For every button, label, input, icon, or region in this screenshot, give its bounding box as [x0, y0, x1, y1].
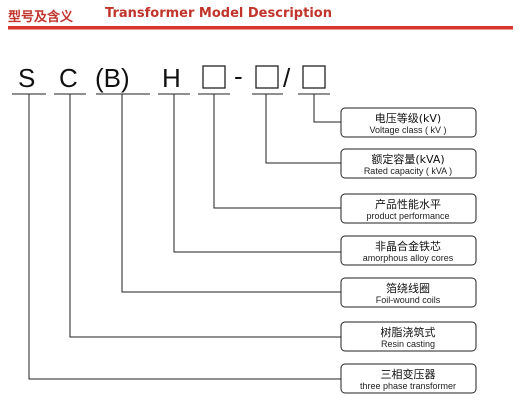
- desc-resin-en: Resin casting: [381, 339, 435, 349]
- desc-capacity-en: Rated capacity ( kVA ): [364, 166, 452, 176]
- desc-performance-cn: 产品性能水平: [375, 197, 441, 211]
- leader-capacity: [265, 94, 341, 164]
- leader-resin: [69, 94, 341, 338]
- desc-capacity-cn: 额定容量(kVA): [371, 152, 444, 166]
- desc-three-phase-cn: 三相变压器: [381, 367, 436, 381]
- desc-rated-capacity: 额定容量(kVA) Rated capacity ( kVA ): [340, 148, 477, 179]
- desc-three-phase-en: three phase transformer: [360, 381, 456, 391]
- code-b: (B): [95, 63, 130, 93]
- code-s: S: [18, 63, 35, 93]
- desc-product-performance: 产品性能水平 product performance: [340, 193, 477, 224]
- leader-amorphous: [173, 94, 341, 253]
- leader-three-phase: [28, 94, 341, 380]
- code-h: H: [162, 63, 181, 93]
- desc-voltage-class: 电压等级(kV) Voltage class ( kV ): [340, 107, 477, 138]
- desc-performance-en: product performance: [366, 211, 449, 221]
- placeholder-box-capacity: [255, 65, 279, 89]
- desc-amorphous-core: 非晶合金铁芯 amorphous alloy cores: [340, 235, 477, 266]
- desc-foil-cn: 箔绕线圈: [386, 281, 430, 295]
- desc-resin-casting: 树脂浇筑式 Resin casting: [340, 321, 477, 352]
- code-dash: -: [234, 61, 243, 91]
- desc-three-phase: 三相变压器 three phase transformer: [340, 363, 477, 394]
- desc-resin-cn: 树脂浇筑式: [381, 325, 436, 339]
- title-en: Transformer Model Description: [105, 6, 332, 21]
- desc-foil-wound-coils: 箔绕线圈 Foil-wound coils: [340, 277, 477, 308]
- code-slash: /: [283, 63, 291, 93]
- desc-voltage-cn: 电压等级(kV): [375, 111, 441, 125]
- header: 型号及含义 Transformer Model Description: [8, 4, 513, 30]
- leader-performance: [213, 94, 341, 209]
- leader-voltage: [313, 94, 341, 123]
- desc-amorphous-en: amorphous alloy cores: [363, 253, 454, 263]
- desc-foil-en: Foil-wound coils: [376, 295, 441, 305]
- leader-foil: [121, 94, 341, 293]
- title-cn: 型号及含义: [8, 10, 74, 25]
- header-rule: [8, 26, 513, 30]
- code-c: C: [59, 63, 78, 93]
- placeholder-box-voltage: [302, 65, 326, 89]
- desc-amorphous-cn: 非晶合金铁芯: [375, 239, 441, 253]
- placeholder-box-performance: [202, 65, 226, 89]
- desc-voltage-en: Voltage class ( kV ): [369, 125, 446, 135]
